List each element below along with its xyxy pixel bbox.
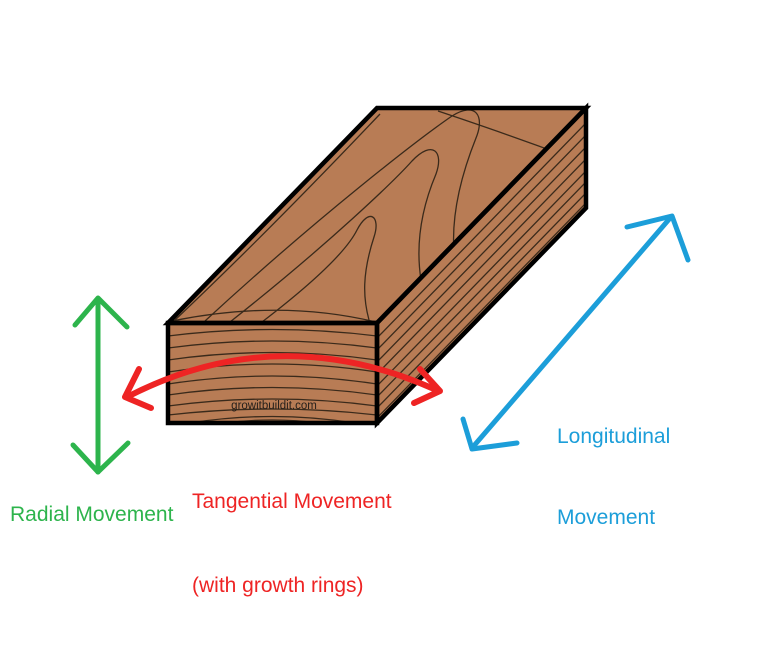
- wood-movement-diagram: growitbuildit.com Radial Movement Tangen…: [10, 102, 691, 597]
- wood-side-face: [377, 108, 586, 423]
- longitudinal-movement-label-line1: Longitudinal: [557, 425, 671, 448]
- wood-front-face: [168, 323, 377, 423]
- front-face-growth-rings: [168, 328, 377, 423]
- tangential-movement-arrow-icon: [122, 353, 443, 411]
- longitudinal-movement-label-line2: Movement: [557, 506, 656, 529]
- tangential-movement-label-line1: Tangential Movement: [192, 490, 392, 513]
- diagram-canvas: [70, 102, 691, 475]
- longitudinal-movement-arrow-icon: [460, 213, 691, 452]
- wood-block: [162, 102, 592, 429]
- tangential-movement-label-line2: (with growth rings): [192, 574, 364, 597]
- tangential-movement-label: Tangential Movement (with growth rings): [192, 432, 392, 656]
- top-face-grain: [171, 109, 586, 323]
- longitudinal-movement-label: Longitudinal Movement: [557, 369, 670, 585]
- radial-movement-arrow-icon: [70, 295, 131, 475]
- watermark-text: growitbuildit.com: [231, 400, 317, 412]
- side-face-grain: [377, 122, 586, 419]
- wood-block-outline: [162, 102, 592, 429]
- wood-top-face: [168, 108, 586, 323]
- radial-movement-label: Radial Movement: [10, 503, 174, 526]
